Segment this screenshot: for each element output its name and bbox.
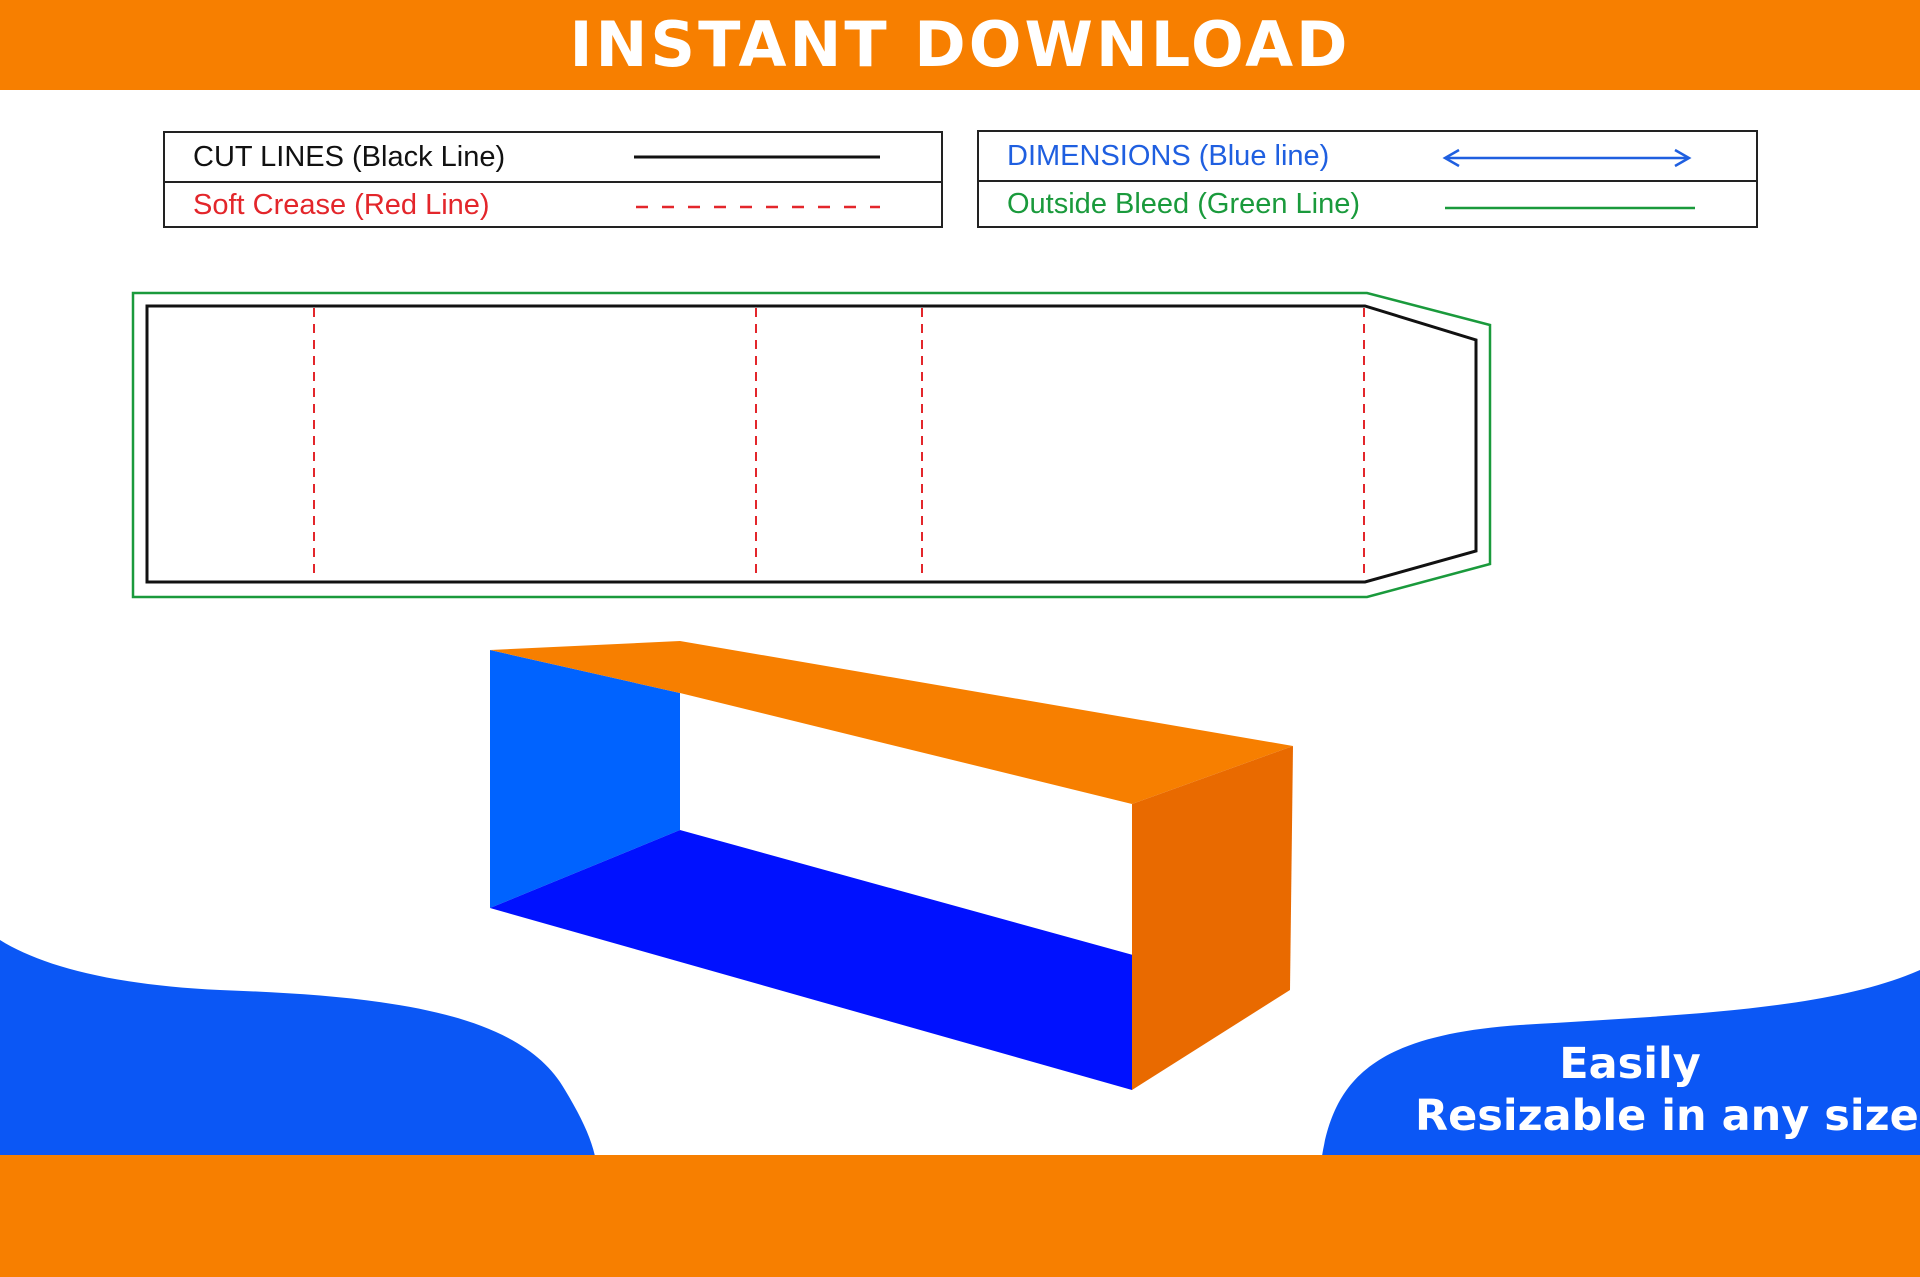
right-blue-wave bbox=[1322, 970, 1920, 1156]
legend-box-lines: CUT LINES (Black Line) Soft Crease (Red … bbox=[163, 131, 943, 228]
legend-row-dimensions: DIMENSIONS (Blue line) bbox=[979, 132, 1756, 182]
box-top-face bbox=[490, 641, 1293, 804]
dimension-arrow-swatch bbox=[1442, 148, 1692, 168]
top-banner: INSTANT DOWNLOAD bbox=[0, 0, 1920, 90]
resizable-note: Easily Resizable in any size bbox=[1380, 1038, 1919, 1142]
bleed-line-swatch bbox=[1445, 206, 1695, 210]
cut-line-outline bbox=[145, 304, 1478, 584]
box-right-face bbox=[1132, 746, 1293, 1090]
legend-box-dimensions: DIMENSIONS (Blue line) Outside Bleed (Gr… bbox=[977, 130, 1758, 228]
legend-row-outside-bleed: Outside Bleed (Green Line) bbox=[979, 180, 1756, 228]
box-back-left-face bbox=[490, 650, 680, 908]
legend-label-cut-lines: CUT LINES (Black Line) bbox=[193, 141, 506, 173]
bottom-banner bbox=[0, 1155, 1920, 1277]
outside-bleed-outline bbox=[131, 291, 1492, 599]
legend-row-soft-crease: Soft Crease (Red Line) bbox=[165, 181, 941, 229]
box-bottom-face bbox=[490, 830, 1133, 1090]
resizable-note-line2: Resizable in any size bbox=[1415, 1091, 1919, 1141]
legend-label-outside-bleed: Outside Bleed (Green Line) bbox=[1007, 188, 1361, 220]
left-blue-wave bbox=[0, 940, 595, 1156]
cut-line-swatch bbox=[634, 155, 880, 159]
resizable-note-line1: Easily bbox=[1559, 1039, 1701, 1089]
legend-label-dimensions: DIMENSIONS (Blue line) bbox=[1007, 140, 1330, 172]
legend-label-soft-crease: Soft Crease (Red Line) bbox=[193, 189, 490, 221]
page-title: INSTANT DOWNLOAD bbox=[569, 8, 1351, 81]
legend-row-cut-lines: CUT LINES (Black Line) bbox=[165, 133, 941, 183]
